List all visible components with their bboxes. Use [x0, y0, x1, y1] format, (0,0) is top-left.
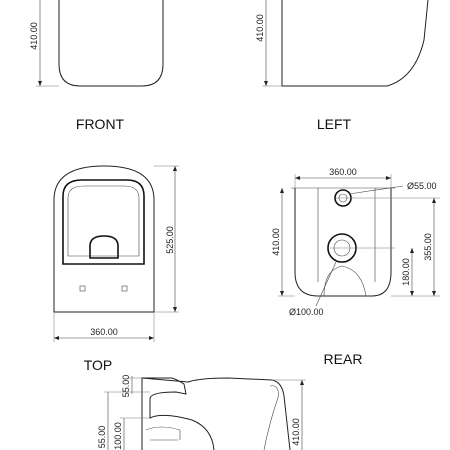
top-width-label: 360.00: [90, 327, 118, 337]
top-dim-arrow-right: [149, 336, 154, 340]
top-depth-label: 525.00: [165, 226, 175, 254]
left-height-label: 410.00: [255, 14, 265, 42]
rear-outlet-leader: [315, 261, 337, 307]
section-view: 55.00 55.00 100.00 410.00: [97, 375, 306, 450]
fixing-hole-right: [121, 285, 128, 292]
rear-inlet-diameter-label: Ø55.00: [407, 181, 437, 191]
rear-inlet-arrow-up: [432, 198, 436, 203]
rear-height-arrow-up: [280, 188, 284, 193]
rear-recess: [317, 188, 376, 282]
rear-width-label: 360.00: [329, 167, 357, 177]
front-outline: [58, 0, 164, 87]
fixing-hole-left: [79, 285, 86, 292]
section-left-a-label: 55.00: [97, 426, 107, 449]
rear-dim-arrow-left: [295, 176, 300, 180]
rear-height-arrow-down: [280, 291, 284, 296]
top-view-title: TOP: [84, 357, 113, 373]
left-view: 410.00 LEFT: [255, 0, 429, 132]
top-bowl-outlet: [89, 235, 119, 259]
rear-inlet-leader: [348, 185, 404, 195]
rear-view: Ø55.00 Ø100.00 360.00 410.00 180.00 355.…: [271, 167, 440, 367]
left-outline: [281, 0, 429, 87]
section-top-label: 55.00: [121, 375, 131, 398]
rear-outline: [294, 188, 392, 297]
top-outer-outline: [53, 165, 155, 313]
section-left-b-label: 100.00: [113, 422, 123, 450]
top-dim-arrow-left: [54, 336, 59, 340]
section-right-height-label: 410.00: [291, 418, 301, 446]
front-view-title: FRONT: [76, 116, 125, 132]
top-seat-inner: [67, 185, 140, 257]
section-bowl-inner: [263, 385, 279, 450]
section-inner-line: [145, 426, 181, 441]
top-dim-arrow-up: [173, 166, 177, 171]
section-rim: [141, 377, 291, 450]
front-dim-arrow: [38, 81, 42, 86]
top-seat-opening: [62, 179, 145, 265]
front-view: 410.00 FRONT: [29, 0, 164, 132]
rear-outlet-diameter-label: Ø100.00: [289, 307, 324, 317]
left-dim-arrow: [264, 81, 268, 86]
rear-outlet-channel: [323, 265, 367, 297]
rear-inlet-arrow-down: [432, 291, 436, 296]
top-view: 525.00 360.00 TOP: [53, 165, 179, 373]
rear-dim-arrow-right: [386, 176, 391, 180]
section-right-arrow: [300, 380, 304, 385]
front-height-label: 410.00: [29, 22, 39, 50]
rear-outlet-arrow-down: [410, 291, 414, 296]
rear-height-label: 410.00: [271, 228, 281, 256]
left-view-title: LEFT: [317, 116, 352, 132]
rear-outlet-height-label: 180.00: [401, 258, 411, 286]
rear-inlet-height-label: 355.00: [423, 233, 433, 261]
rear-view-title: REAR: [324, 351, 363, 367]
rear-outlet-arrow-up: [410, 248, 414, 253]
section-outline: [141, 377, 215, 450]
top-dim-arrow-down: [173, 307, 177, 312]
